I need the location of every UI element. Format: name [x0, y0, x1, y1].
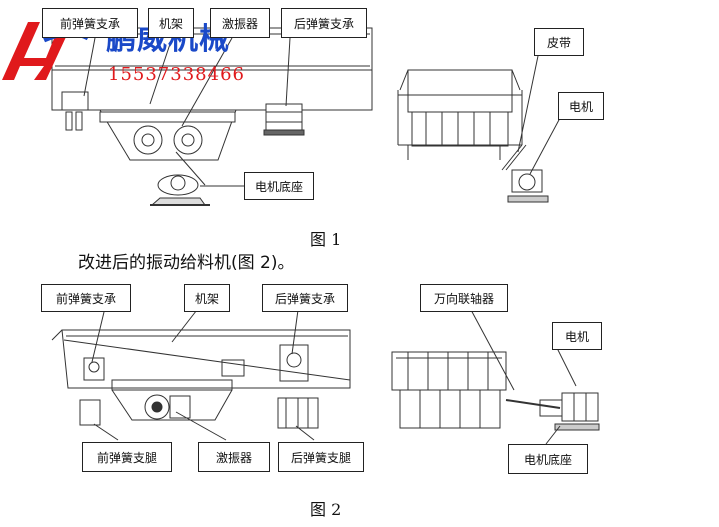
fig1-label-front-spring: 前弹簧支承	[42, 8, 138, 38]
fig2-label-front-leg: 前弹簧支腿	[82, 442, 172, 472]
fig1-label-rear-spring: 后弹簧支承	[281, 8, 367, 38]
fig1-label-exciter: 激振器	[210, 8, 270, 38]
fig2-caption: 图 2	[310, 500, 342, 519]
fig2-side-view	[51, 329, 351, 429]
fig2-label-rear-leg: 后弹簧支腿	[278, 442, 364, 472]
fig1-label-motor: 电机	[558, 92, 604, 120]
leader-lines	[83, 37, 577, 445]
section-heading: 改进后的振动给料机(图 2)。	[78, 253, 295, 273]
fig2-label-motor-base: 电机底座	[508, 444, 588, 474]
fig1-label-frame: 机架	[148, 8, 194, 38]
fig1-label-belt: 皮带	[534, 28, 584, 56]
fig2-label-motor: 电机	[552, 322, 602, 350]
fig1-label-motor-base: 电机底座	[244, 172, 314, 200]
fig1-end-view	[397, 69, 549, 203]
fig2-label-front-spring: 前弹簧支承	[41, 284, 131, 312]
fig2-label-frame: 机架	[184, 284, 230, 312]
fig2-label-rear-spring: 后弹簧支承	[262, 284, 348, 312]
brand-phone: 15537338466	[108, 64, 245, 85]
fig2-label-exciter: 激振器	[198, 442, 270, 472]
fig2-end-view	[391, 351, 600, 431]
fig1-caption: 图 1	[310, 230, 342, 249]
fig2-label-universal-coupling: 万向联轴器	[420, 284, 508, 312]
fig1-side-view	[51, 27, 373, 206]
